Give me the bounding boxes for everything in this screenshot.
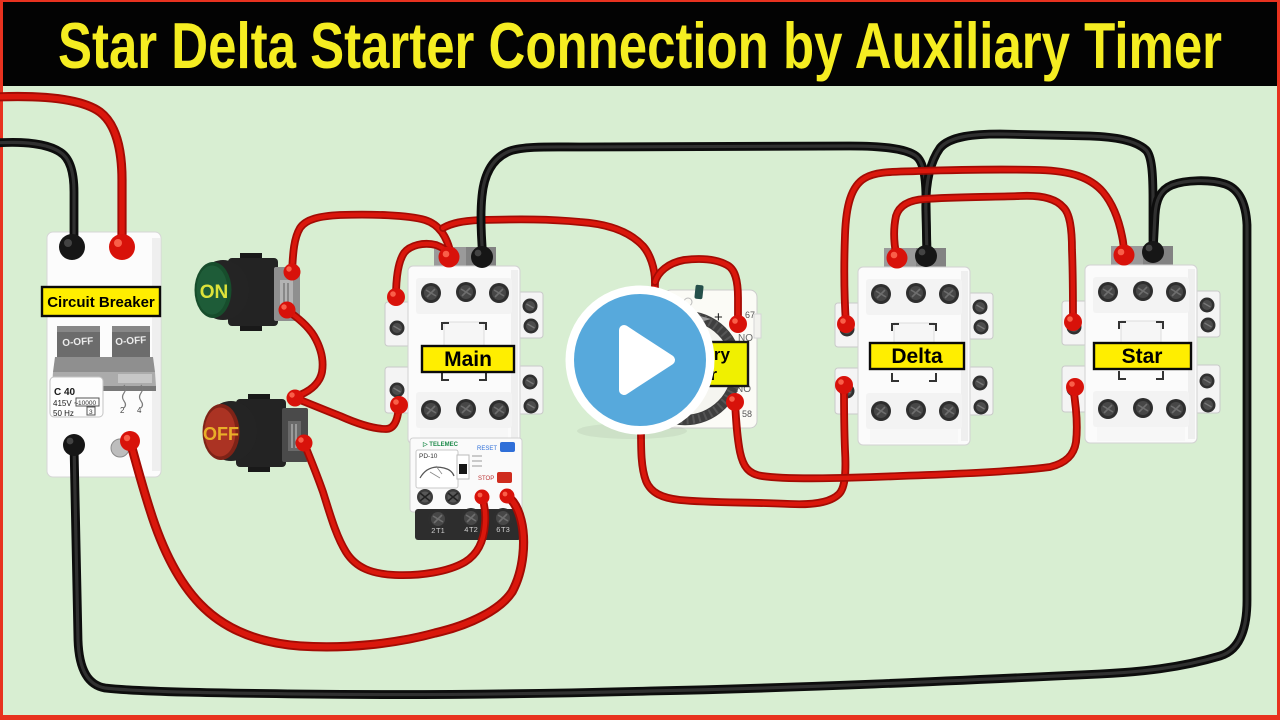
svg-text:4: 4 — [137, 406, 142, 415]
svg-text:67: 67 — [745, 310, 755, 320]
svg-text:Star Delta Starter Connection: Star Delta Starter Connection by Auxilia… — [58, 9, 1222, 82]
svg-text:6 T3: 6 T3 — [496, 525, 510, 534]
svg-text:415V ~: 415V ~ — [53, 399, 79, 408]
svg-text:O-OFF: O-OFF — [115, 335, 147, 348]
svg-text:Delta: Delta — [891, 345, 943, 368]
svg-text:RESET: RESET — [477, 446, 497, 452]
svg-text:Circuit Breaker: Circuit Breaker — [47, 294, 155, 311]
svg-text:4 T2: 4 T2 — [464, 525, 478, 534]
svg-text:3: 3 — [89, 409, 93, 416]
svg-text:10000: 10000 — [78, 400, 96, 407]
svg-text:ON: ON — [200, 282, 229, 303]
svg-text:PD-10: PD-10 — [419, 453, 438, 460]
svg-text:2 T1: 2 T1 — [431, 526, 445, 535]
svg-text:50 Hz: 50 Hz — [53, 409, 74, 418]
svg-text:NO: NO — [736, 384, 751, 395]
svg-text:C 40: C 40 — [54, 387, 76, 398]
svg-text:NO: NO — [738, 333, 753, 344]
svg-text:2: 2 — [120, 406, 125, 415]
svg-text:58: 58 — [742, 409, 752, 419]
svg-text:+: + — [714, 309, 723, 326]
svg-text:OFF: OFF — [203, 424, 239, 444]
svg-text:Star: Star — [1122, 345, 1163, 368]
svg-text:▷ TELEMEC: ▷ TELEMEC — [422, 441, 459, 448]
svg-text:STOP: STOP — [478, 476, 494, 482]
svg-text:O-OFF: O-OFF — [62, 336, 94, 349]
svg-text:Main: Main — [444, 348, 492, 371]
